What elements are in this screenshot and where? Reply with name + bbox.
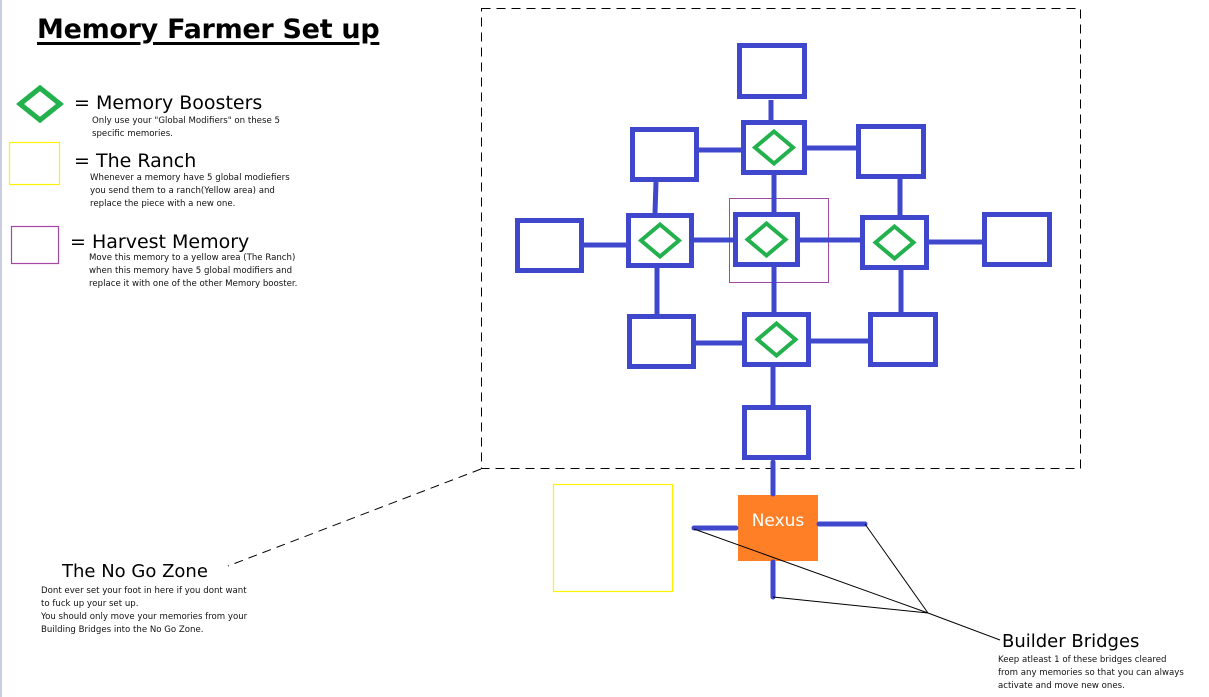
green-diamond-icon [15,84,65,124]
desc-line: Keep atleast 1 of these bridges cleared [998,655,1167,665]
builder-bridges-pointers [693,523,1001,641]
memory-bottom[interactable] [742,405,811,460]
desc-line: you send them to a ranch(Yellow area) an… [90,186,275,196]
memory-box[interactable] [742,405,811,460]
booster-diamond-icon [872,223,917,262]
booster-diamond-icon [637,221,683,260]
memory-far-left[interactable] [515,218,584,273]
desc-line: replace it with one of the other Memory … [89,279,298,289]
booster-bottom[interactable] [742,312,811,367]
nexus-label: Nexus [751,511,805,531]
desc-line: specific memories. [92,129,173,139]
no-go-zone-description: Dont ever set your foot in here if you d… [41,585,247,637]
booster-center[interactable] [733,212,800,267]
memory-box[interactable] [515,218,584,273]
desc-line: from any memories so that you can always [998,668,1184,678]
desc-line: Dont ever set your foot in here if you d… [41,586,247,596]
yellow-square-icon [8,141,61,186]
legend-label-harvest-memory: = Harvest Memory [70,231,250,253]
legend-label-memory-boosters: = Memory Boosters [74,92,263,114]
builder-bridges [691,459,868,600]
legend-desc-the-ranch: Whenever a memory have 5 global modiefie… [90,172,290,211]
no-go-zone-title: The No Go Zone [62,561,208,582]
desc-line: Only use your "Global Modifiers" on thes… [92,116,280,126]
memory-top-left[interactable] [630,127,699,182]
connectors [584,100,982,405]
legend-label-the-ranch: = The Ranch [74,150,197,172]
memory-top-right[interactable] [856,124,926,179]
memory-box[interactable] [627,314,696,369]
connector-line [652,181,659,214]
purple-square-icon [10,225,60,265]
memory-bottom-right[interactable] [868,312,938,367]
booster-diamond-icon [754,320,799,359]
memory-top[interactable] [737,43,807,99]
legend-desc-harvest-memory: Move this memory to a yellow area (The R… [89,252,297,291]
desc-line: when this memory have 5 global modifiers… [89,266,293,276]
memory-box[interactable] [630,127,699,182]
page-edge [0,0,2,697]
page-title: Memory Farmer Set up [37,14,380,45]
desc-line: to fuck up your set up. [41,599,139,609]
booster-left[interactable] [626,213,694,268]
desc-line: Whenever a memory have 5 global modiefie… [90,173,290,183]
builder-bridges-description: Keep atleast 1 of these bridges cleared … [998,654,1184,693]
booster-diamond-icon [744,220,789,259]
desc-line: Building Bridges into the No Go Zone. [41,625,204,635]
memory-bottom-left[interactable] [627,314,696,369]
builder-bridges-title: Builder Bridges [1002,631,1140,652]
memory-far-right[interactable] [982,212,1052,267]
memory-box[interactable] [982,212,1052,267]
legend-desc-memory-boosters: Only use your "Global Modifiers" on thes… [92,115,280,141]
memory-box[interactable] [868,312,938,367]
desc-line: Move this memory to a yellow area (The R… [89,253,296,263]
ranch-area [552,483,674,593]
booster-right[interactable] [860,215,929,270]
booster-top[interactable] [741,120,807,175]
memory-box[interactable] [737,43,807,99]
booster-diamond-icon [751,128,797,167]
desc-line: You should only move your memories from … [41,612,248,622]
memory-box[interactable] [856,124,926,179]
desc-line: replace the piece with a new one. [90,199,236,209]
no-go-zone-region [227,8,1081,567]
desc-line: activate and move new ones. [998,681,1125,691]
